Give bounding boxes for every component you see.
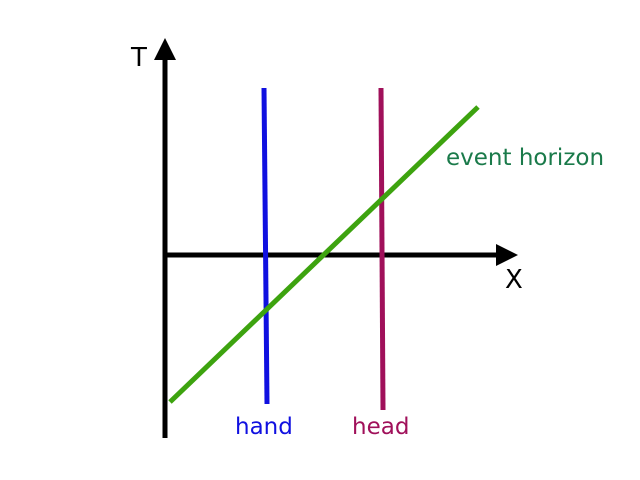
head-label: head — [352, 414, 410, 440]
event-horizon-label: event horizon — [446, 145, 605, 171]
x-axis-arrowhead — [496, 244, 518, 266]
hand-worldline — [261, 87, 270, 405]
t-axis-label: T — [131, 43, 147, 73]
hand-label: hand — [235, 414, 293, 440]
event-horizon-line — [168, 105, 480, 404]
t-axis-arrowhead — [154, 38, 176, 60]
x-axis-label: X — [505, 265, 523, 295]
head-worldline — [378, 87, 386, 411]
